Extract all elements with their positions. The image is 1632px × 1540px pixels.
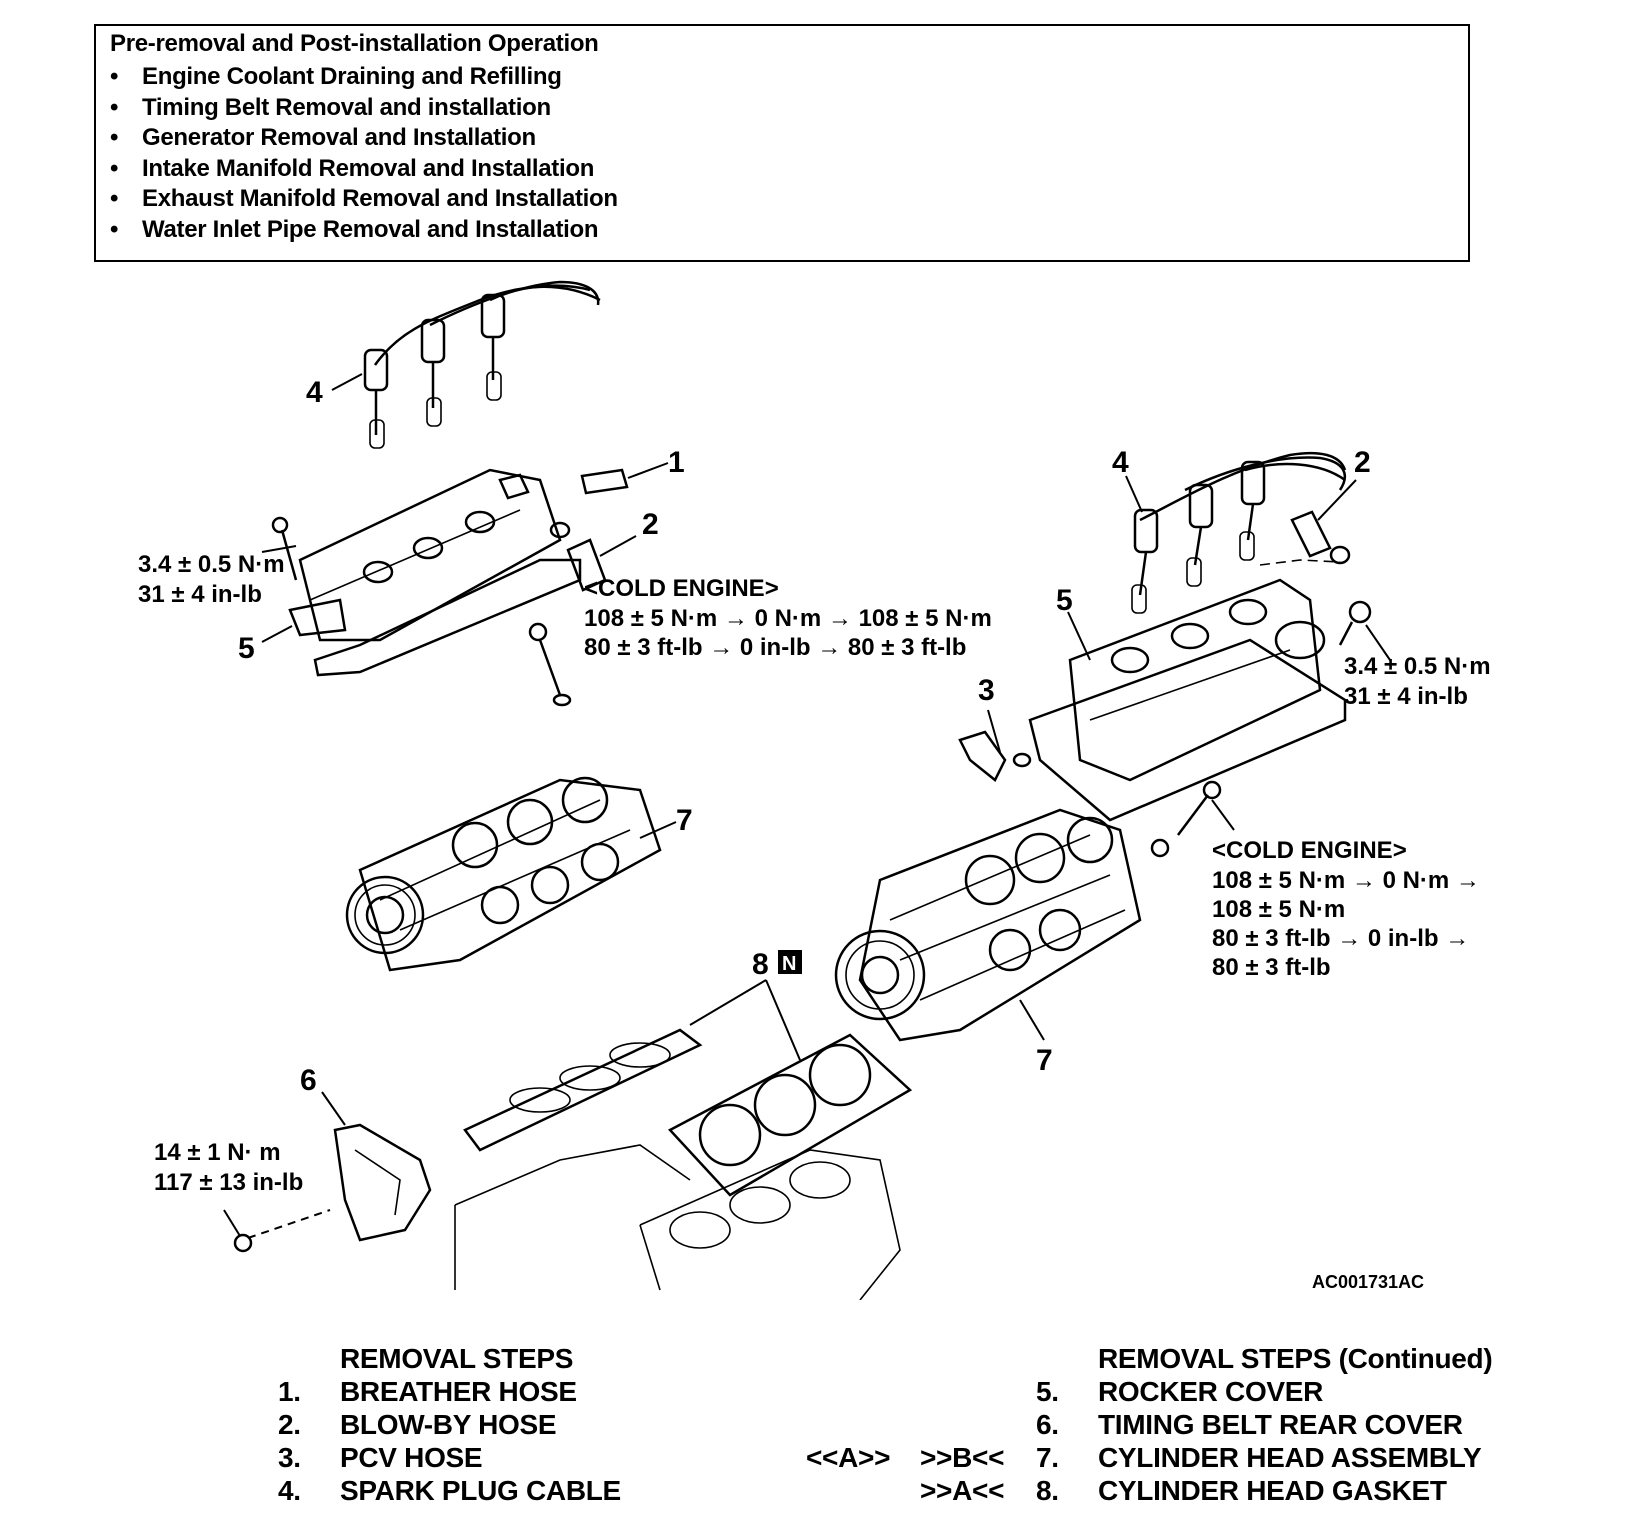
exploded-view-diagram: 4 1 2 3.4 ± 0.5 N·m 31 ± 4 in-lb 5 <COLD… bbox=[138, 280, 1491, 1300]
removal-steps-header: REMOVAL STEPS bbox=[340, 1343, 574, 1374]
callout-3: 3 bbox=[978, 674, 995, 707]
figure-code: AC001731AC bbox=[1312, 1272, 1424, 1292]
cylinder-block bbox=[454, 1144, 901, 1300]
callout-6: 6 bbox=[300, 1064, 317, 1097]
callout-7-left: 7 bbox=[676, 804, 693, 837]
cold-engine-left-line2: 80 ± 3 ft-lb → 0 in-lb → 80 ± 3 ft-lb bbox=[584, 634, 966, 661]
callout-5-left: 5 bbox=[238, 632, 255, 665]
callout-2-right: 2 bbox=[1354, 446, 1371, 479]
callout-1: 1 bbox=[668, 446, 685, 479]
cylinder-head-gasket-right bbox=[667, 1033, 913, 1197]
cold-engine-left-line1: 108 ± 5 N·m → 0 N·m → 108 ± 5 N·m bbox=[584, 605, 992, 632]
cold-engine-right-line2: 108 ± 5 N·m bbox=[1212, 896, 1345, 923]
pre-removal-title: Pre-removal and Post-installation Operat… bbox=[110, 30, 599, 57]
pre-removal-list: •Engine Coolant Draining and Refilling •… bbox=[110, 62, 618, 245]
cold-engine-right-label: <COLD ENGINE> bbox=[1212, 837, 1407, 864]
torque-right-cover-nm: 3.4 ± 0.5 N·m bbox=[1344, 653, 1491, 680]
pre-removal-item: •Exhaust Manifold Removal and Installati… bbox=[110, 185, 618, 212]
rocker-cover-left bbox=[288, 468, 582, 677]
cylinder-head-right bbox=[834, 808, 1142, 1042]
cold-engine-left-label: <COLD ENGINE> bbox=[584, 575, 779, 602]
callout-8: 8 bbox=[752, 948, 769, 981]
pre-removal-box: Pre-removal and Post-installation Operat… bbox=[94, 24, 1470, 262]
timing-belt-rear-cover bbox=[233, 1123, 432, 1253]
callout-5-right: 5 bbox=[1056, 584, 1073, 617]
rocker-cover-right bbox=[1028, 578, 1347, 822]
pre-removal-item: •Timing Belt Removal and installation bbox=[110, 93, 551, 121]
spark-plug-cables-left bbox=[363, 280, 601, 449]
callout-7-right: 7 bbox=[1036, 1044, 1053, 1077]
torque-right-cover-inlb: 31 ± 4 in-lb bbox=[1344, 683, 1468, 710]
callout-4-left: 4 bbox=[306, 376, 323, 409]
cold-engine-right-line4: 80 ± 3 ft-lb bbox=[1212, 954, 1331, 981]
pre-removal-item: •Engine Coolant Draining and Refilling bbox=[110, 63, 562, 90]
pre-removal-item: •Generator Removal and Installation bbox=[110, 124, 536, 151]
torque-rear-cover-inlb: 117 ± 13 in-lb bbox=[154, 1169, 303, 1196]
callout-2-left: 2 bbox=[642, 508, 659, 541]
callout-4-right: 4 bbox=[1112, 446, 1129, 479]
cold-engine-right-line1: 108 ± 5 N·m → 0 N·m → bbox=[1212, 867, 1480, 894]
pre-removal-item: •Water Inlet Pipe Removal and Installati… bbox=[110, 215, 599, 243]
cold-engine-right-line3: 80 ± 3 ft-lb → 0 in-lb → bbox=[1212, 925, 1469, 952]
torque-left-cover-inlb: 31 ± 4 in-lb bbox=[138, 581, 262, 608]
pre-removal-item: •Intake Manifold Removal and Installatio… bbox=[110, 154, 595, 182]
new-part-badge bbox=[778, 950, 802, 974]
cylinder-head-left bbox=[345, 776, 662, 972]
removal-steps-continued-header: REMOVAL STEPS (Continued) bbox=[1098, 1343, 1493, 1374]
callout-8-badge: N bbox=[782, 953, 796, 975]
cylinder-head-gasket-left bbox=[463, 1028, 703, 1152]
spark-plug-cables-right bbox=[1131, 451, 1347, 614]
torque-rear-cover-nm: 14 ± 1 N· m bbox=[154, 1139, 281, 1166]
torque-left-cover-nm: 3.4 ± 0.5 N·m bbox=[138, 551, 285, 578]
